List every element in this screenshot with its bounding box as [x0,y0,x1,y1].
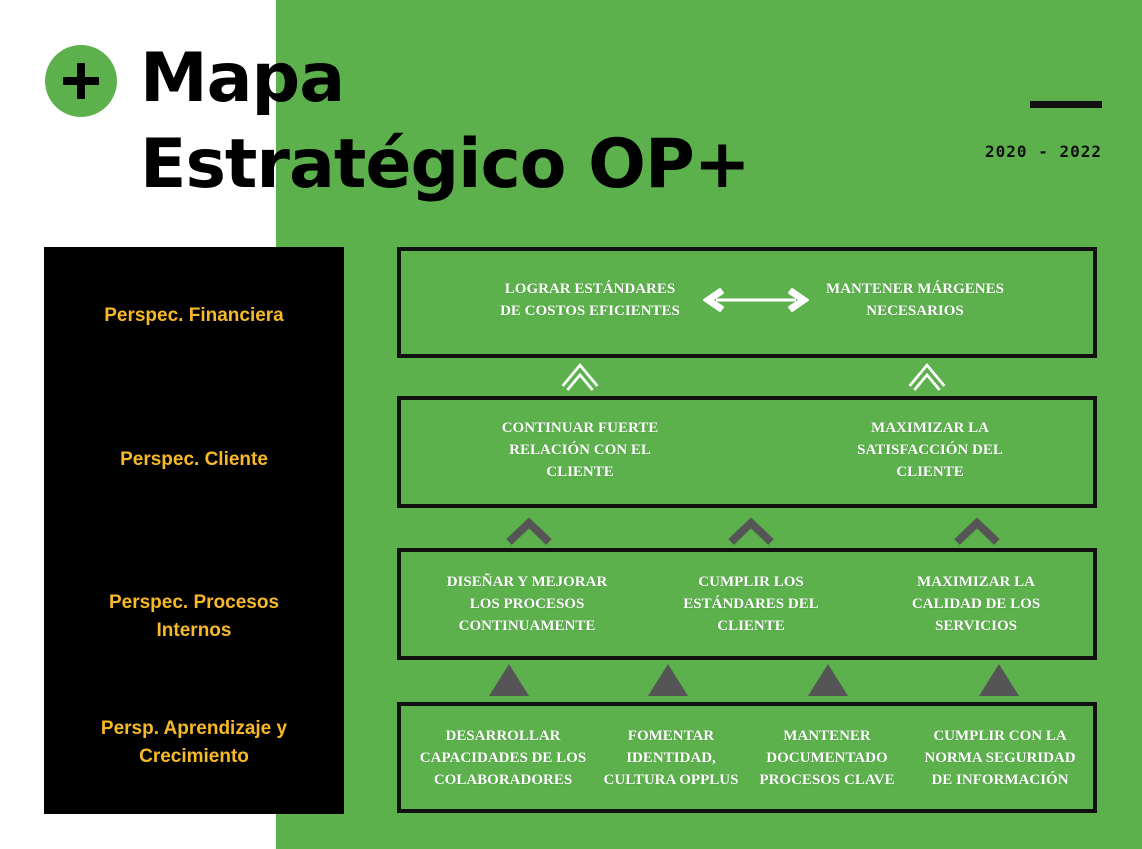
perspective-procesos: Perspec. Procesos Internos [44,589,344,645]
box-financiera [397,247,1097,358]
objective-line: CAPACIDADES DE LOS [419,750,587,766]
double-arrow-icon [703,288,809,312]
objective-relacion-cliente: CONTINUAR FUERTE RELACIÓN CON EL CLIENTE [470,417,690,483]
objective-line: LOS PROCESOS [469,596,585,612]
objective-line: FOMENTAR [627,728,715,744]
objective-line: DE INFORMACIÓN [931,772,1069,788]
triangle-up-gray-icon [648,664,688,696]
perspective-label: Persp. Aprendizaje y [100,718,288,739]
perspective-label: Crecimiento [139,746,249,767]
objective-line: CONTINUAR FUERTE [501,420,659,436]
objective-line: CUMPLIR LOS [698,574,804,590]
decorative-dash [1030,101,1102,108]
chevron-up-gray-icon [954,517,1000,545]
objective-line: CLIENTE [546,464,614,480]
objective-estandares: CUMPLIR LOS ESTÁNDARES DEL CLIENTE [641,571,861,637]
objective-line: SERVICIOS [934,618,1017,634]
objective-line: CUMPLIR CON LA [933,728,1067,744]
objective-line: DE COSTOS EFICIENTES [500,303,680,319]
objective-line: CONTINUAMENTE [458,618,596,634]
objective-line: MAXIMIZAR LA [871,420,989,436]
objective-line: MANTENER MÁRGENES [826,281,1004,297]
green-background [276,0,1142,849]
page-title: Mapa Estratégico OP+ [140,36,751,208]
triangle-up-gray-icon [489,664,529,696]
perspective-label: Perspec. Procesos [108,592,280,613]
perspective-aprendizaje: Persp. Aprendizaje y Crecimiento [44,715,344,771]
perspective-label: Perspec. Cliente [120,449,268,470]
objective-line: PROCESOS CLAVE [759,772,895,788]
objective-line: LOGRAR ESTÁNDARES [504,281,676,297]
objective-line: MANTENER [783,728,871,744]
objective-line: NORMA SEGURIDAD [924,750,1076,766]
triangle-up-gray-icon [808,664,848,696]
box-aprendizaje [397,702,1097,813]
chevron-up-gray-icon [506,517,552,545]
objective-capacidades: DESARROLLAR CAPACIDADES DE LOS COLABORAD… [408,725,598,791]
title-line-2: Estratégico OP+ [140,125,751,204]
perspective-cliente: Perspec. Cliente [44,446,344,474]
objective-seguridad: CUMPLIR CON LA NORMA SEGURIDAD DE INFORM… [910,725,1090,791]
perspective-financiera: Perspec. Financiera [44,302,344,330]
triangle-up-gray-icon [979,664,1019,696]
objective-line: CLIENTE [717,618,785,634]
year-range: 2020 - 2022 [985,142,1102,161]
perspective-label: Internos [156,620,232,641]
objective-line: CULTURA OPPLUS [603,772,739,788]
objective-line: DOCUMENTADO [766,750,888,766]
chevron-up-gray-icon [728,517,774,545]
objective-line: DISEÑAR Y MEJORAR [446,574,608,590]
objective-line: SATISFACCIÓN DEL [857,442,1003,458]
objective-line: RELACIÓN CON EL [509,442,651,458]
objective-identidad: FOMENTAR IDENTIDAD, CULTURA OPPLUS [591,725,751,791]
objective-line: MAXIMIZAR LA [917,574,1035,590]
chevron-up-outline-icon [908,362,946,391]
objective-line: DESARROLLAR [445,728,561,744]
objective-line: CLIENTE [896,464,964,480]
objective-line: ESTÁNDARES DEL [683,596,819,612]
objective-satisfaccion: MAXIMIZAR LA SATISFACCIÓN DEL CLIENTE [820,417,1040,483]
perspectives-panel: Perspec. Financiera Perspec. Cliente Per… [44,247,344,814]
objective-procesos: DISEÑAR Y MEJORAR LOS PROCESOS CONTINUAM… [417,571,637,637]
box-procesos [397,548,1097,660]
objective-line: IDENTIDAD, [626,750,716,766]
box-cliente [397,396,1097,508]
perspective-label: Perspec. Financiera [104,305,284,326]
objective-line: CALIDAD DE LOS [911,596,1041,612]
plus-icon [45,45,117,117]
chevron-up-outline-icon [561,362,599,391]
objective-line: NECESARIOS [866,303,964,319]
objective-documentado: MANTENER DOCUMENTADO PROCESOS CLAVE [747,725,907,791]
objective-margenes: MANTENER MÁRGENES NECESARIOS [805,278,1025,322]
objective-line: COLABORADORES [433,772,573,788]
objective-costos: LOGRAR ESTÁNDARES DE COSTOS EFICIENTES [480,278,700,322]
objective-calidad: MAXIMIZAR LA CALIDAD DE LOS SERVICIOS [866,571,1086,637]
title-line-1: Mapa [140,39,345,118]
